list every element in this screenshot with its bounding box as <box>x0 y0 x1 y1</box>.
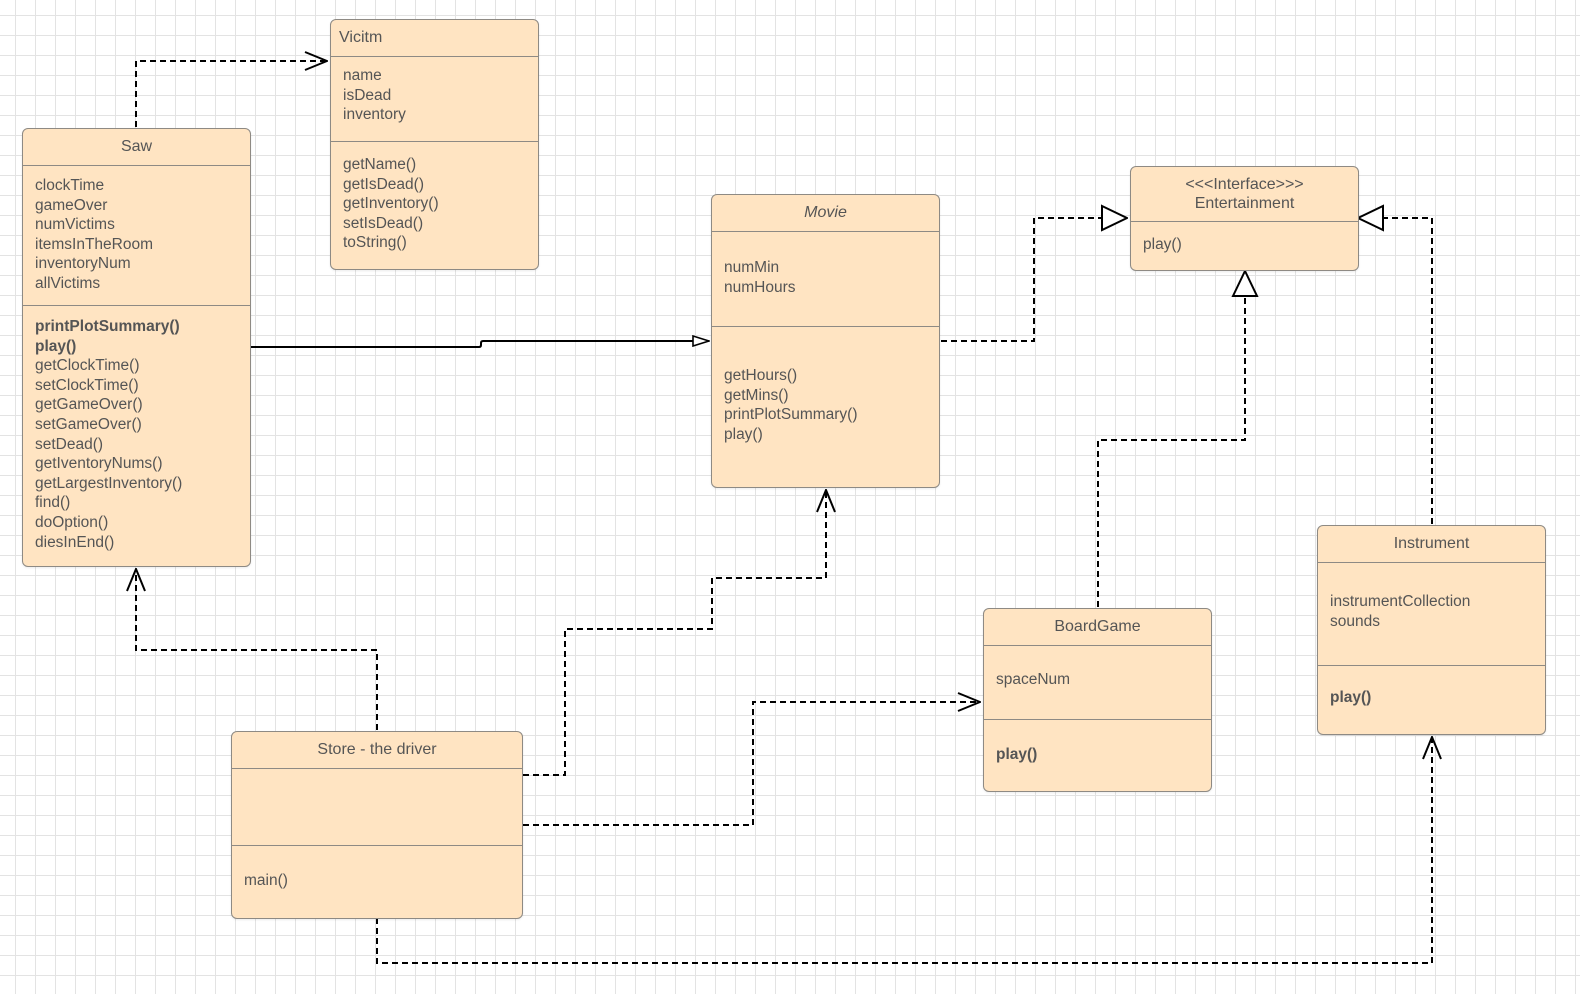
edge-store-to-saw <box>136 569 378 730</box>
method-play: play() <box>1143 236 1182 253</box>
edge-store-to-instrument <box>376 737 1432 964</box>
method-tostring: toString() <box>343 234 407 252</box>
class-title: Entertainment <box>1194 195 1295 212</box>
method-play: play() <box>1330 689 1372 706</box>
attribute-name: name <box>343 67 382 84</box>
method-getiventorynums: getIventoryNums() <box>35 455 163 473</box>
method-setisdead: setIsDead() <box>343 214 424 232</box>
attribute-sounds: sounds <box>1330 612 1380 630</box>
method-main: main() <box>244 872 288 889</box>
method-play: play() <box>996 746 1038 763</box>
method-play: play() <box>724 425 763 443</box>
attribute-section: spaceNum <box>984 646 1211 720</box>
method-diesinend: diesInEnd() <box>35 533 115 551</box>
edge-saw-to-vicitm <box>135 61 327 127</box>
attribute-allvictims: allVictims <box>35 274 101 292</box>
method-section: play() <box>984 721 1211 765</box>
method-getclocktime: getClockTime() <box>35 357 140 375</box>
method-setclocktime: setClockTime() <box>35 376 139 394</box>
attribute-inventory: inventory <box>343 106 406 124</box>
attribute-section: instrumentCollection sounds <box>1318 563 1545 666</box>
class-store[interactable]: Store - the driver main() <box>231 731 523 919</box>
class-vicitm[interactable]: Vicitm name isDead inventory getName() g… <box>330 19 539 270</box>
edge-instrument-to-entertainment <box>1358 218 1433 524</box>
class-movie[interactable]: Movie numMin numHours getHours() getMins… <box>711 194 940 488</box>
method-getgameover: getGameOver() <box>35 396 143 414</box>
class-header: Vicitm <box>331 20 538 57</box>
attribute-instrumentcollection: instrumentCollection <box>1330 593 1471 610</box>
class-title: BoardGame <box>1054 618 1141 635</box>
method-getlargestinventory: getLargestInventory() <box>35 474 183 492</box>
attribute-numvictims: numVictims <box>35 216 115 234</box>
class-header: Movie <box>712 195 939 232</box>
edge-store-to-movie <box>523 490 826 776</box>
interface-stereotype: <<<Interface>>> <box>1185 176 1304 193</box>
class-header: Saw <box>23 129 250 166</box>
method-setdead: setDead() <box>35 435 104 453</box>
method-dooption: doOption() <box>35 513 109 531</box>
class-instrument[interactable]: Instrument instrumentCollection sounds p… <box>1317 525 1546 735</box>
edge-store-to-boardgame <box>523 702 980 826</box>
attribute-numhours: numHours <box>724 278 796 296</box>
attribute-section: name isDead inventory <box>331 58 538 142</box>
edge-movie-to-entertainment <box>941 218 1127 342</box>
class-title: Instrument <box>1393 535 1470 552</box>
method-getname: getName() <box>343 156 417 173</box>
class-saw[interactable]: Saw clockTime gameOver numVictims itemsI… <box>22 128 251 567</box>
method-setgameover: setGameOver() <box>35 415 142 433</box>
attribute-clocktime: clockTime <box>35 177 105 194</box>
attribute-itemsintheroom: itemsInTheRoom <box>35 235 154 253</box>
attribute-nummin: numMin <box>724 259 780 276</box>
attribute-section <box>232 769 522 846</box>
interface-entertainment[interactable]: <<<Interface>>> Entertainment play() <box>1130 166 1359 271</box>
class-header: <<<Interface>>> Entertainment <box>1131 167 1358 222</box>
method-section: main() <box>232 847 522 891</box>
class-header: Instrument <box>1318 526 1545 563</box>
method-section: getHours() getMins() printPlotSummary() … <box>712 328 939 444</box>
method-printplotsummary: printPlotSummary() <box>724 406 858 424</box>
method-getinventory: getInventory() <box>343 195 439 213</box>
attribute-section: clockTime gameOver numVictims itemsInThe… <box>23 166 250 306</box>
edge-boardgame-to-entertainment <box>1097 271 1245 607</box>
class-title: Saw <box>120 138 153 155</box>
attribute-inventorynum: inventoryNum <box>35 255 131 273</box>
method-gethours: getHours() <box>724 367 798 384</box>
edge-saw-to-movie <box>251 341 709 348</box>
method-section: printPlotSummary() play() getClockTime()… <box>23 307 250 552</box>
class-boardgame[interactable]: BoardGame spaceNum play() <box>983 608 1212 792</box>
class-header: Store - the driver <box>232 732 522 769</box>
attribute-gameover: gameOver <box>35 196 108 214</box>
class-title: Store - the driver <box>317 741 437 758</box>
method-printplotsummary: printPlotSummary() <box>35 318 180 335</box>
attribute-section: numMin numHours <box>712 232 939 327</box>
class-title: Movie <box>804 204 847 221</box>
method-section: play() <box>1131 222 1358 255</box>
attribute-spacenum: spaceNum <box>996 671 1071 688</box>
method-section: getName() getIsDead() getInventory() set… <box>331 143 538 253</box>
class-title: Vicitm <box>339 29 383 46</box>
method-section: play() <box>1318 667 1545 708</box>
attribute-isdead: isDead <box>343 86 392 104</box>
method-getisdead: getIsDead() <box>343 175 424 193</box>
method-find: find() <box>35 494 71 512</box>
class-header: BoardGame <box>984 609 1211 646</box>
method-getmins: getMins() <box>724 386 789 404</box>
method-play: play() <box>35 337 77 355</box>
